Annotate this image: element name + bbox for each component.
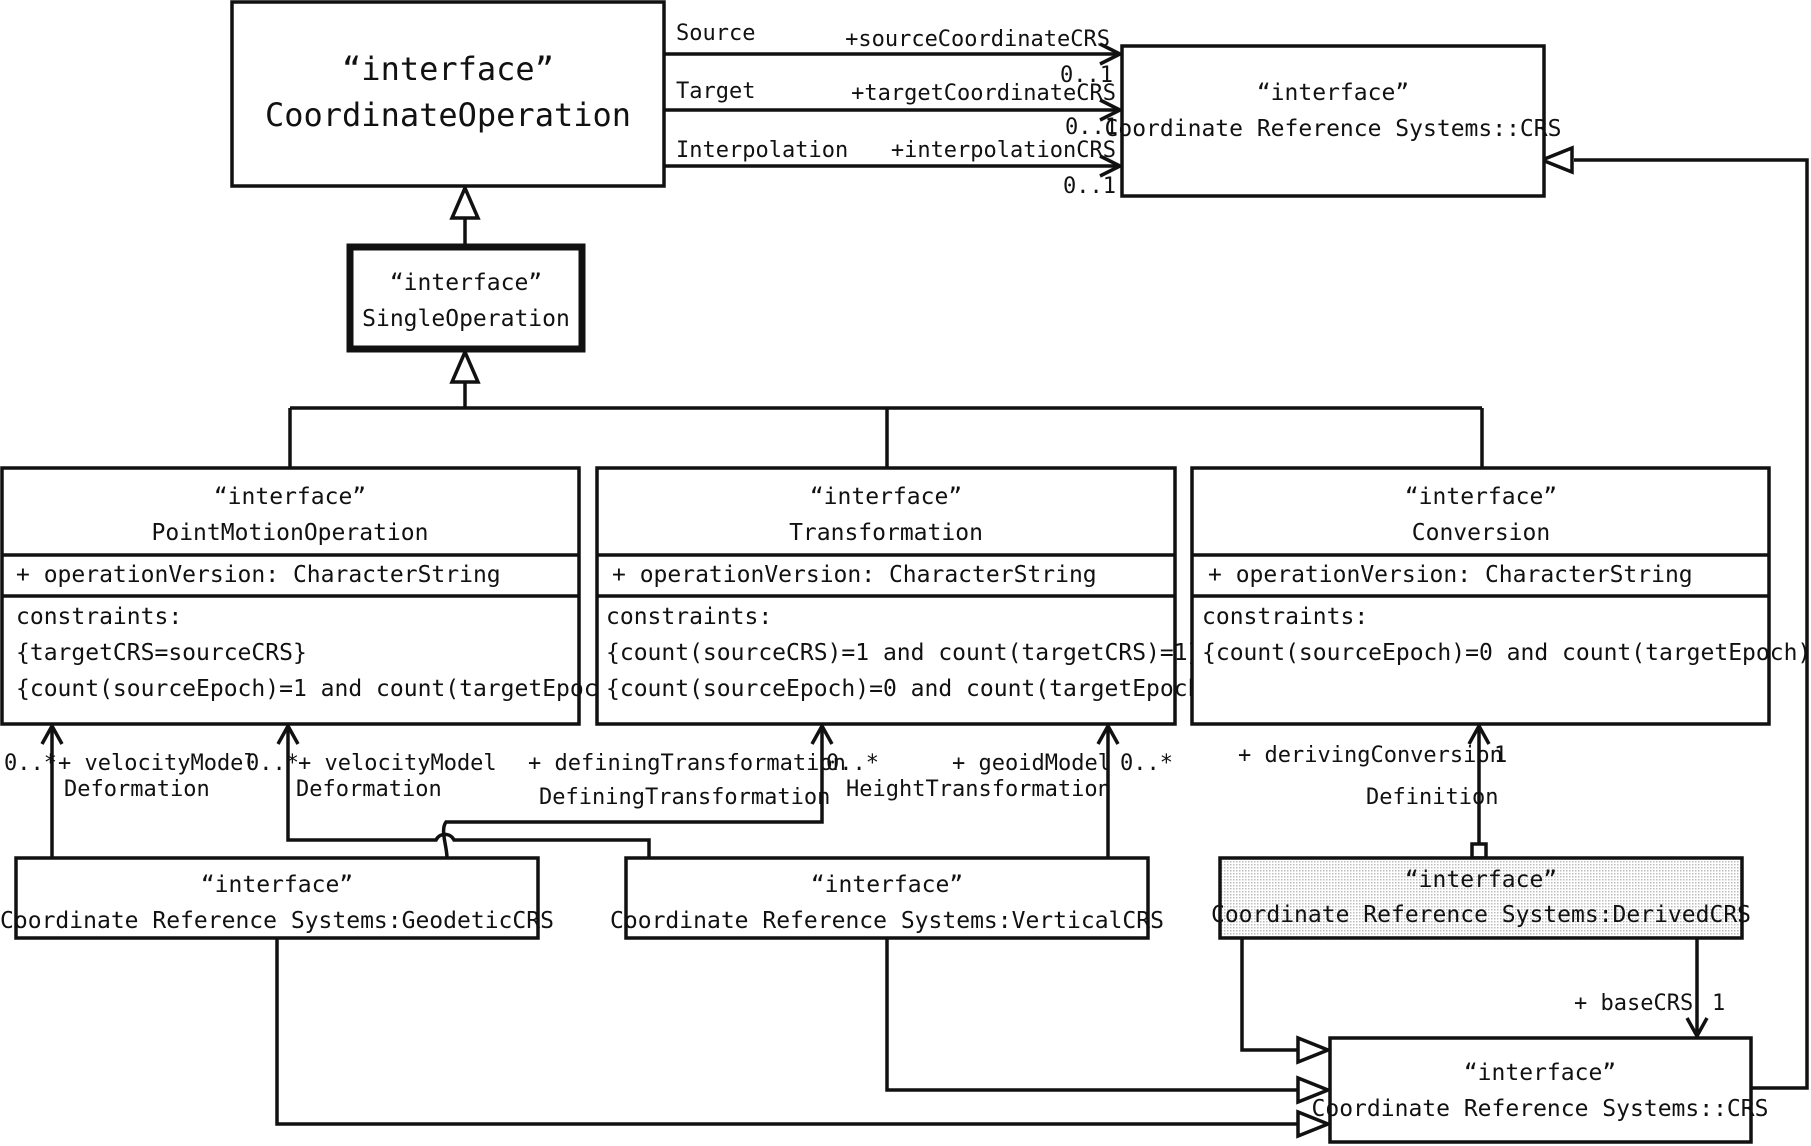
class-coordinate-operation: “interface” CoordinateOperation (230, 0, 666, 188)
association-name: Deformation (296, 777, 442, 802)
class-single-operation: “interface” SingleOperation (346, 243, 586, 353)
role-label: +interpolationCRS (891, 138, 1116, 163)
class-attribute: + operationVersion: CharacterString (612, 562, 1097, 588)
class-crs-bottom: “interface” Coordinate Reference Systems… (1312, 1036, 1769, 1144)
open-arrowhead-icon (810, 722, 834, 745)
association-name: Interpolation (676, 138, 848, 163)
constraint: {count(sourceEpoch)=1 and count(targetEp… (16, 676, 667, 702)
open-arrowhead-icon (276, 722, 300, 745)
class-stereotype: “interface” (1464, 1060, 1616, 1086)
role-label: + geoidModel (952, 751, 1111, 776)
generalization-triangle-icon (1296, 1109, 1333, 1139)
class-stereotype: “interface” (1405, 484, 1557, 510)
role-label: + baseCRS (1574, 991, 1693, 1016)
multiplicity-label: 0..* (246, 751, 299, 776)
class-stereotype: “interface” (201, 872, 353, 898)
role-label: +sourceCoordinateCRS (845, 27, 1110, 52)
class-transformation: “interface” Transformation + operationVe… (595, 466, 1257, 726)
generalization-triangle-icon (449, 183, 481, 220)
open-arrowhead-icon (1467, 722, 1491, 745)
multiplicity-label: 0..1 (1060, 63, 1113, 88)
association-labels: Source +sourceCoordinateCRS 0..1 Target … (4, 21, 1725, 1016)
class-stereotype: “interface” (342, 50, 554, 88)
class-stereotype: “interface” (390, 270, 542, 296)
multiplicity-label: 0..* (826, 751, 879, 776)
multiplicity-label: 0..* (4, 751, 57, 776)
class-name: CoordinateOperation (265, 96, 631, 134)
role-label: + velocityModel (58, 751, 257, 776)
multiplicity-label: 0..1 (1063, 174, 1116, 199)
aggregation-square-icon (1470, 842, 1488, 860)
association-name: Target (676, 79, 755, 104)
constraints-label: constraints: (1202, 604, 1368, 630)
class-stereotype: “interface” (811, 872, 963, 898)
class-vertical-crs: “interface” Coordinate Reference Systems… (610, 856, 1164, 940)
derived-to-crs-generalization-line (1240, 938, 1298, 1052)
open-arrowhead-icon (1685, 1017, 1709, 1040)
association-name: Source (676, 21, 755, 46)
class-name: SingleOperation (362, 306, 570, 332)
role-label: +targetCoordinateCRS (851, 81, 1116, 106)
open-arrowhead-icon (1096, 722, 1120, 745)
class-geodetic-crs: “interface” Coordinate Reference Systems… (0, 856, 554, 940)
class-point-motion-operation: “interface” PointMotionOperation + opera… (0, 466, 667, 726)
class-attribute: + operationVersion: CharacterString (16, 562, 501, 588)
class-stereotype: “interface” (214, 484, 366, 510)
constraint: {count(sourceEpoch)=0 and count(targetEp… (606, 676, 1257, 702)
generalization-triangle-icon (1296, 1035, 1333, 1065)
target-arrowhead-icon (1099, 98, 1124, 122)
geodetic-to-crs-generalization-line (275, 938, 1298, 1126)
class-stereotype: “interface” (810, 484, 962, 510)
constraint: {count(sourceCRS)=1 and count(targetCRS)… (606, 640, 1201, 666)
generalization-triangle-icon (1537, 145, 1574, 175)
association-name: HeightTransformation (846, 777, 1111, 802)
multiplicity-label: 1 (1712, 991, 1725, 1016)
class-crs-top: “interface” Coordinate Reference Systems… (1105, 44, 1562, 198)
role-label: + velocityModel (298, 751, 497, 776)
class-stereotype: “interface” (1405, 867, 1557, 893)
class-name: Coordinate Reference Systems:GeodeticCRS (0, 908, 554, 934)
connectors (40, 42, 1809, 1139)
association-name: Deformation (64, 777, 210, 802)
class-conversion: “interface” Conversion + operationVersio… (1190, 466, 1811, 726)
generalization-triangle-icon (449, 347, 481, 384)
crs-to-crs-generalization-line (1574, 158, 1809, 1090)
constraint: {count(sourceEpoch)=0 and count(targetEp… (1202, 640, 1811, 666)
multiplicity-label: 0..* (1120, 751, 1173, 776)
class-name: Conversion (1412, 520, 1550, 546)
vertical-to-crs-generalization-line (885, 938, 1298, 1092)
class-stereotype: “interface” (1257, 80, 1409, 106)
defining-transformation-line (441, 726, 824, 859)
constraints-label: constraints: (606, 604, 772, 630)
class-name: Transformation (789, 520, 983, 546)
association-name: DefiningTransformation (539, 785, 830, 810)
constraint: {targetCRS=sourceCRS} (16, 640, 307, 666)
association-name: Definition (1366, 785, 1498, 810)
role-label: + definingTransformation (528, 751, 846, 776)
interpolation-arrowhead-icon (1099, 154, 1124, 178)
source-arrowhead-icon (1099, 42, 1124, 66)
multiplicity-label: 1 (1494, 743, 1507, 768)
open-arrowhead-icon (40, 722, 64, 745)
class-attribute: + operationVersion: CharacterString (1208, 562, 1693, 588)
generalization-triangle-icon (1296, 1075, 1333, 1105)
constraints-label: constraints: (16, 604, 182, 630)
role-label: + derivingConversion (1238, 743, 1503, 768)
class-name: Coordinate Reference Systems::CRS (1105, 116, 1562, 142)
class-name: Coordinate Reference Systems:VerticalCRS (610, 908, 1164, 934)
multiplicity-label: 0..1 (1065, 115, 1118, 140)
class-name: PointMotionOperation (152, 520, 429, 546)
class-name: Coordinate Reference Systems::CRS (1312, 1096, 1769, 1122)
class-derived-crs: “interface” Coordinate Reference Systems… (1211, 856, 1751, 940)
class-name: Coordinate Reference Systems:DerivedCRS (1211, 902, 1751, 928)
